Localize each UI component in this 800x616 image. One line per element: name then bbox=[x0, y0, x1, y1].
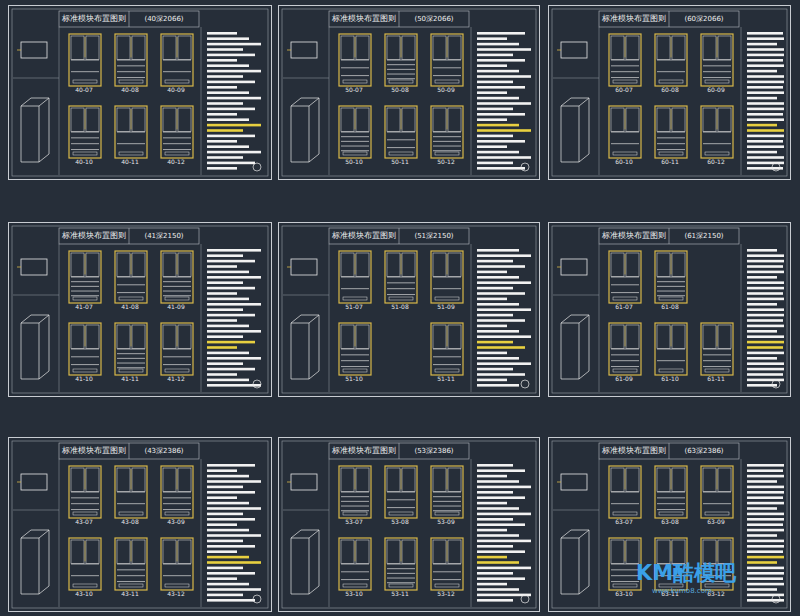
module-code: 60-08 bbox=[660, 87, 679, 93]
module-code: 51-09 bbox=[436, 304, 455, 310]
sheet-title: 标准模块布置图则 bbox=[62, 447, 126, 455]
module-code: 41-12 bbox=[166, 376, 185, 382]
wardrobe-drawing bbox=[549, 223, 792, 398]
module-code: 50-08 bbox=[390, 87, 409, 93]
sheet-spec: (41深2150) bbox=[144, 233, 183, 240]
module-code: 60-12 bbox=[706, 159, 725, 165]
module-code: 63-09 bbox=[706, 519, 725, 525]
sheet-title: 标准模块布置图则 bbox=[602, 447, 666, 455]
module-code: 63-10 bbox=[614, 591, 633, 597]
module-code: 41-11 bbox=[120, 376, 139, 382]
module-code: 60-09 bbox=[706, 87, 725, 93]
module-code: 43-07 bbox=[74, 519, 93, 525]
module-code: 50-07 bbox=[344, 87, 363, 93]
module-code: 40-10 bbox=[74, 159, 93, 165]
module-code: 61-08 bbox=[660, 304, 679, 310]
module-code: 43-11 bbox=[120, 591, 139, 597]
module-code: 61-07 bbox=[614, 304, 633, 310]
drawing-sheet: 标准模块布置图则 (43深2386) bbox=[8, 437, 272, 612]
module-code: 53-12 bbox=[436, 591, 455, 597]
module-code: 41-07 bbox=[74, 304, 93, 310]
drawing-sheet: 标准模块布置图则 (41深2150) bbox=[8, 222, 272, 397]
module-code: 41-10 bbox=[74, 376, 93, 382]
module-code: 40-11 bbox=[120, 159, 139, 165]
module-code: 63-07 bbox=[614, 519, 633, 525]
module-code: 53-09 bbox=[436, 519, 455, 525]
module-code: 51-08 bbox=[390, 304, 409, 310]
module-code: 53-08 bbox=[390, 519, 409, 525]
module-code: 51-07 bbox=[344, 304, 363, 310]
sheet-title: 标准模块布置图则 bbox=[332, 232, 396, 240]
module-code: 60-11 bbox=[660, 159, 679, 165]
module-code: 41-09 bbox=[166, 304, 185, 310]
wardrobe-drawing bbox=[9, 6, 273, 181]
module-code: 40-09 bbox=[166, 87, 185, 93]
module-code: 50-09 bbox=[436, 87, 455, 93]
module-code: 41-08 bbox=[120, 304, 139, 310]
module-code: 43-08 bbox=[120, 519, 139, 525]
module-code: 43-09 bbox=[166, 519, 185, 525]
module-code: 61-09 bbox=[614, 376, 633, 382]
sheet-title: 标准模块布置图则 bbox=[332, 447, 396, 455]
sheet-spec: (51深2150) bbox=[414, 233, 453, 240]
sheet-title: 标准模块布置图则 bbox=[332, 15, 396, 23]
sheet-title: 标准模块布置图则 bbox=[602, 15, 666, 23]
drawing-sheet: 标准模块布置图则 (40深2066) bbox=[8, 5, 272, 180]
wardrobe-drawing bbox=[549, 438, 792, 613]
module-code: 51-10 bbox=[344, 376, 363, 382]
module-code: 53-10 bbox=[344, 591, 363, 597]
module-code: 61-10 bbox=[660, 376, 679, 382]
module-code: 53-07 bbox=[344, 519, 363, 525]
sheet-title: 标准模块布置图则 bbox=[602, 232, 666, 240]
module-code: 63-08 bbox=[660, 519, 679, 525]
module-code: 50-11 bbox=[390, 159, 409, 165]
wardrobe-drawing bbox=[279, 438, 541, 613]
module-code: 40-07 bbox=[74, 87, 93, 93]
sheet-spec: (40深2066) bbox=[144, 16, 183, 23]
module-code: 40-12 bbox=[166, 159, 185, 165]
sheet-title: 标准模块布置图则 bbox=[62, 15, 126, 23]
module-code: 43-10 bbox=[74, 591, 93, 597]
wardrobe-drawing bbox=[9, 223, 273, 398]
sheet-spec: (50深2066) bbox=[414, 16, 453, 23]
watermark-url: www.kumo8.com bbox=[652, 588, 712, 595]
wardrobe-drawing bbox=[279, 6, 541, 181]
module-code: 43-12 bbox=[166, 591, 185, 597]
module-code: 61-11 bbox=[706, 376, 725, 382]
module-code: 53-11 bbox=[390, 591, 409, 597]
watermark: KM酷模吧 bbox=[636, 563, 736, 584]
sheet-spec: (60深2066) bbox=[684, 16, 723, 23]
sheet-spec: (43深2386) bbox=[144, 448, 183, 455]
module-code: 51-11 bbox=[436, 376, 455, 382]
module-code: 40-08 bbox=[120, 87, 139, 93]
module-code: 60-07 bbox=[614, 87, 633, 93]
sheet-spec: (63深2386) bbox=[684, 448, 723, 455]
wardrobe-drawing bbox=[549, 6, 792, 181]
wardrobe-drawing bbox=[279, 223, 541, 398]
module-code: 60-10 bbox=[614, 159, 633, 165]
module-code: 50-12 bbox=[436, 159, 455, 165]
sheet-title: 标准模块布置图则 bbox=[62, 232, 126, 240]
sheet-spec: (61深2150) bbox=[684, 233, 723, 240]
wardrobe-drawing bbox=[9, 438, 273, 613]
sheet-spec: (53深2386) bbox=[414, 448, 453, 455]
module-code: 50-10 bbox=[344, 159, 363, 165]
